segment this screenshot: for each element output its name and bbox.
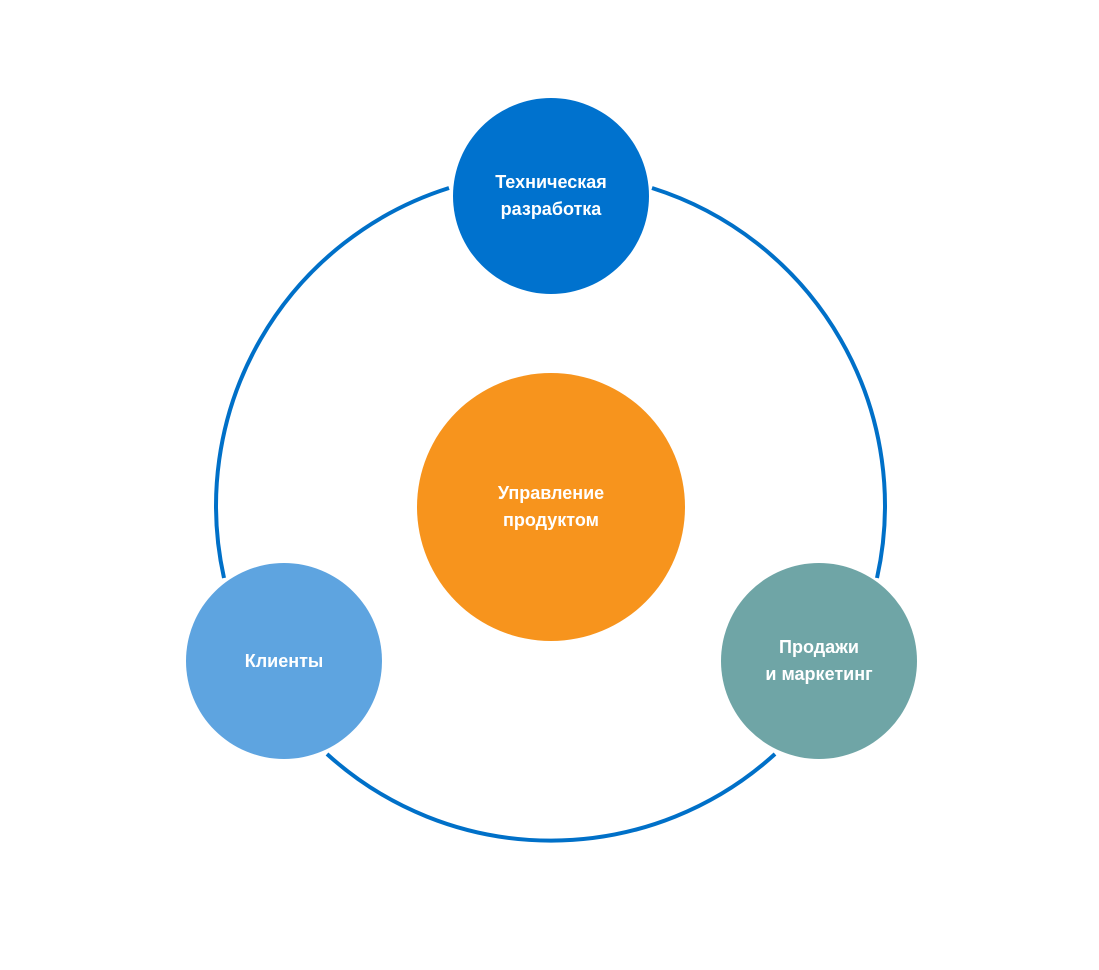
node-clients: Клиенты [186, 563, 382, 759]
ring-arc-top-right [651, 186, 887, 579]
node-product-management-label: Управление продуктом [497, 483, 605, 530]
node-product-management: Управление продуктом [417, 373, 685, 641]
ring-arc-right-bottom [325, 752, 777, 843]
node-technical-development: Техническая разработка [453, 98, 649, 294]
node-sales-marketing: Продажи и маркетинг [721, 563, 917, 759]
node-technical-development-label: Техническая разработка [495, 172, 607, 219]
ring-arc-left-top [214, 186, 450, 579]
node-sales-marketing-label: Продажи и маркетинг [765, 637, 873, 684]
node-clients-label: Клиенты [244, 650, 324, 671]
